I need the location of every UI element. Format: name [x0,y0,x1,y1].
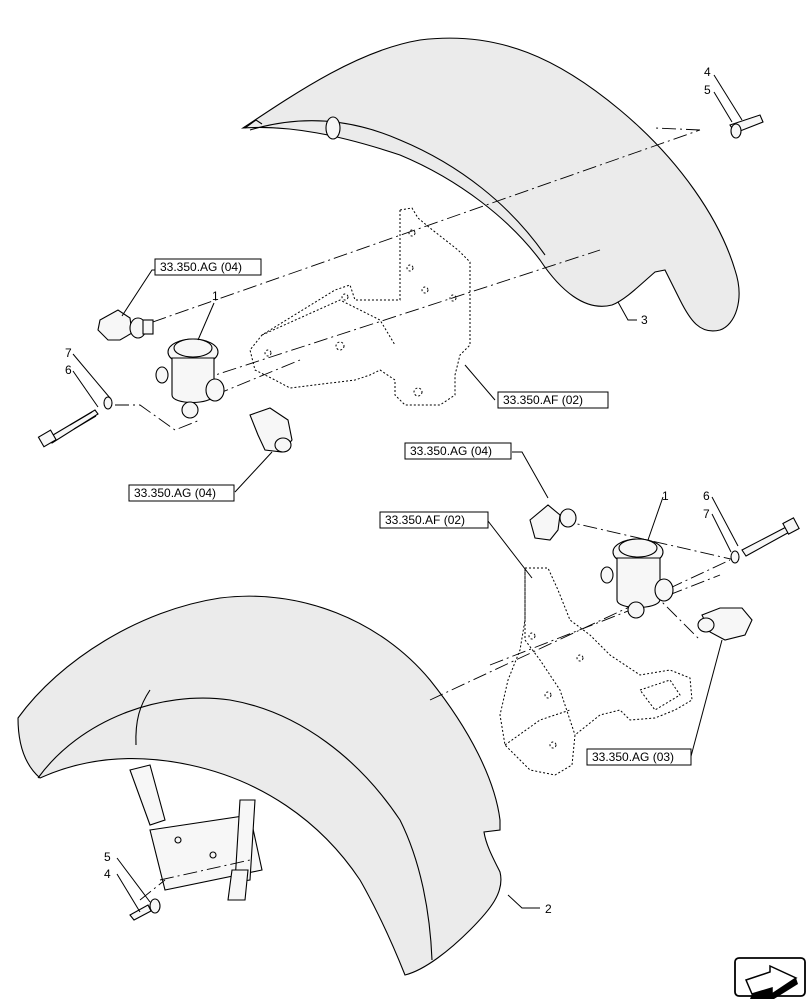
svg-text:33.350.AG (04): 33.350.AG (04) [134,486,216,500]
callout-1-upper: 1 [212,289,219,303]
svg-text:33.350.AF (02): 33.350.AF (02) [385,513,465,527]
ref-af02-top[interactable]: 33.350.AF (02) [497,391,609,409]
next-page-arrow-icon[interactable] [734,957,806,999]
lower-valve-assembly [129,504,800,921]
callout-1-lower: 1 [662,489,669,503]
callout-2: 2 [545,902,552,916]
ref-af02-bottom[interactable]: 33.350.AF (02) [379,511,489,529]
svg-text:33.350.AG (03): 33.350.AG (03) [592,750,674,764]
upper-fender [240,37,740,332]
callout-6-left: 6 [65,363,72,377]
callout-6-right: 6 [703,489,710,503]
callout-4-lower: 4 [104,867,111,881]
lower-fender-bracket [129,764,263,901]
lower-bracket-dotted [499,567,693,776]
ref-ag03-bottom[interactable]: 33.350.AG (03) [586,748,692,766]
callout-numbers: 1 3 4 5 7 6 1 6 7 5 4 2 [65,65,711,916]
upper-valve-assembly [37,114,764,453]
ref-ag04-top[interactable]: 33.350.AG (04) [154,258,262,276]
svg-text:33.350.AG (04): 33.350.AG (04) [410,444,492,458]
upper-bracket-dotted [249,207,471,406]
ref-ag04-right[interactable]: 33.350.AG (04) [404,442,512,460]
callout-7-right: 7 [703,507,710,521]
lower-fender [17,595,502,976]
svg-text:33.350.AG (04): 33.350.AG (04) [160,260,242,274]
leader-lines [72,74,743,913]
callout-3: 3 [641,313,648,327]
callout-4-upper: 4 [704,65,711,79]
callout-5-lower: 5 [104,850,111,864]
callout-5-upper: 5 [704,83,711,97]
ref-ag04-left[interactable]: 33.350.AG (04) [128,484,235,502]
svg-text:33.350.AF (02): 33.350.AF (02) [503,393,583,407]
callout-7-left: 7 [65,346,72,360]
reference-boxes: 33.350.AG (04) 33.350.AF (02) 33.350.AG … [128,258,692,766]
